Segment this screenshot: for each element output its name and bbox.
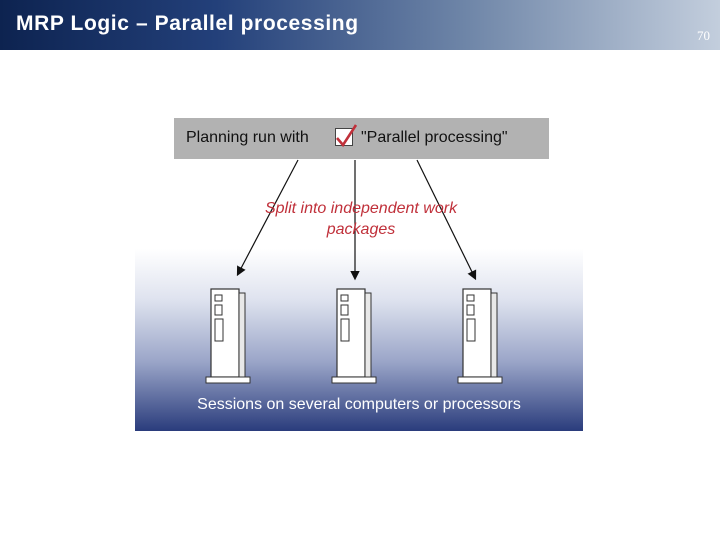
slide-title: MRP Logic – Parallel processing: [16, 12, 359, 35]
banner-option-text: "Parallel processing": [361, 129, 508, 146]
sessions-caption: Sessions on several computers or process…: [197, 396, 521, 413]
split-label-line2: packages: [326, 221, 396, 238]
arrow-left: [236, 159, 299, 277]
banner-prefix-text: Planning run with: [186, 129, 309, 146]
computer-icon: [331, 288, 377, 384]
computer-icon: [457, 288, 503, 384]
computer-icon: [205, 288, 251, 384]
slide-header: MRP Logic – Parallel processing 70: [0, 0, 720, 50]
split-label-line1: Split into independent work: [264, 200, 458, 217]
checkmark-icon: [336, 124, 358, 148]
planning-run-banner: [174, 118, 549, 159]
split-label: Split into independent work packages: [236, 198, 486, 240]
parallel-processing-checkbox[interactable]: [335, 124, 358, 148]
page-number: 70: [697, 28, 710, 43]
arrow-right: [416, 159, 477, 281]
